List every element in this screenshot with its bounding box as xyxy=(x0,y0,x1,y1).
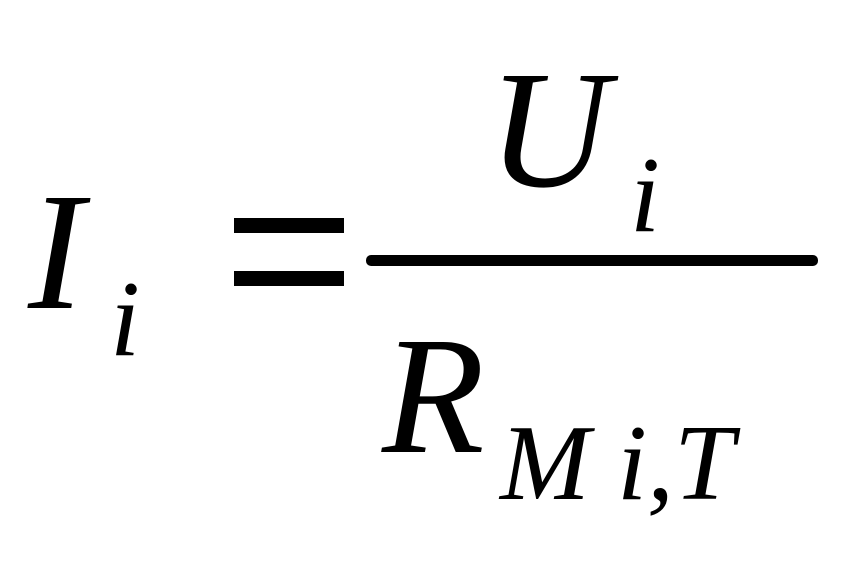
fraction-bar xyxy=(366,255,818,266)
current-subscript: i xyxy=(110,260,141,379)
equals-sign xyxy=(234,218,344,290)
voltage-subscript: i xyxy=(630,136,661,255)
voltage-symbol: U xyxy=(488,37,610,223)
resistance-subscript: M i,T xyxy=(500,404,735,523)
equals-bar-top xyxy=(234,218,344,233)
equals-bar-bottom xyxy=(234,271,344,286)
resistance-symbol: R xyxy=(382,303,485,489)
current-symbol: I xyxy=(28,159,84,345)
